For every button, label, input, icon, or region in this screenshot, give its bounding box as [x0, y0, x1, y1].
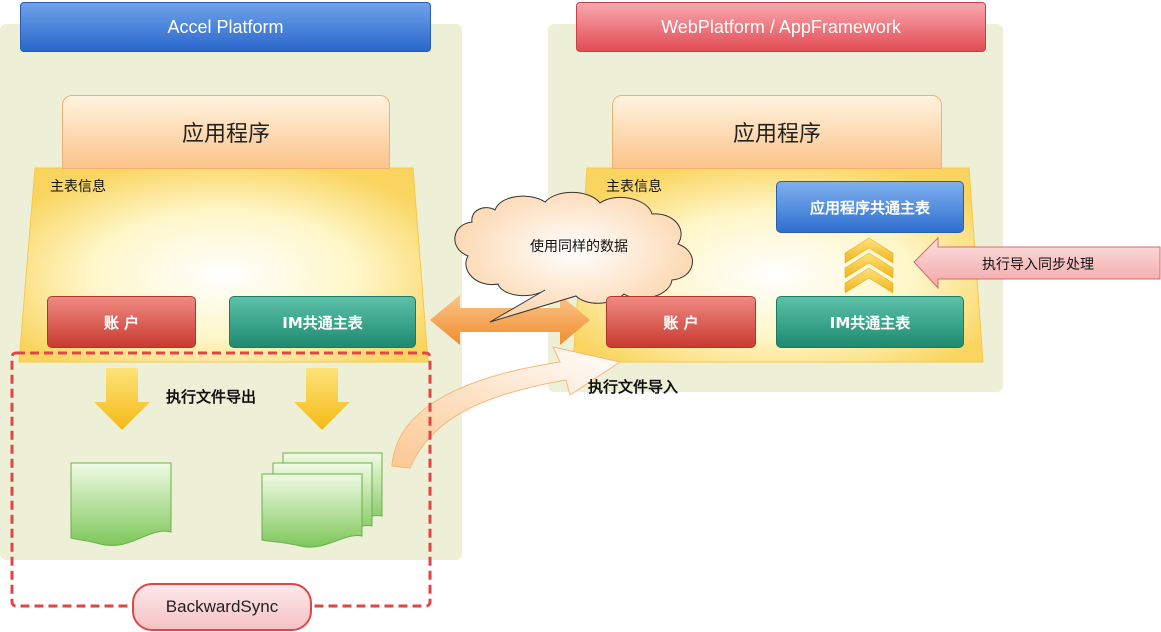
left-account-button[interactable]: 账 户: [47, 296, 196, 348]
backward-sync-badge: BackwardSync: [132, 583, 312, 631]
down-arrow-icon: [94, 368, 150, 430]
right-application-box: 应用程序: [612, 95, 942, 169]
down-arrow-icon: [294, 368, 350, 430]
sync-process-arrow: [913, 236, 1161, 290]
right-im-master-button[interactable]: IM共通主表: [776, 296, 964, 348]
export-label: 执行文件导出: [166, 388, 257, 406]
accel-platform-header: Accel Platform: [20, 2, 431, 52]
sync-process-label: 执行导入同步处理: [982, 257, 1094, 273]
callout-text: 使用同样的数据: [530, 239, 628, 255]
app-common-master-button[interactable]: 应用程序共通主表: [776, 181, 964, 233]
right-account-button[interactable]: 账 户: [606, 296, 756, 348]
curved-import-arrow: [391, 346, 622, 469]
webplatform-header: WebPlatform / AppFramework: [576, 2, 986, 52]
double-arrow-icon: [430, 295, 590, 345]
document-icon: [70, 462, 172, 546]
chevron-up-icon: [844, 252, 894, 279]
left-master-label: 主表信息: [50, 179, 106, 195]
right-master-label: 主表信息: [606, 179, 662, 195]
chevron-up-icon: [844, 237, 894, 264]
import-label: 执行文件导入: [588, 378, 679, 396]
chevron-up-icon: [844, 267, 894, 294]
left-im-master-button[interactable]: IM共通主表: [229, 296, 416, 348]
left-application-box: 应用程序: [62, 95, 390, 169]
